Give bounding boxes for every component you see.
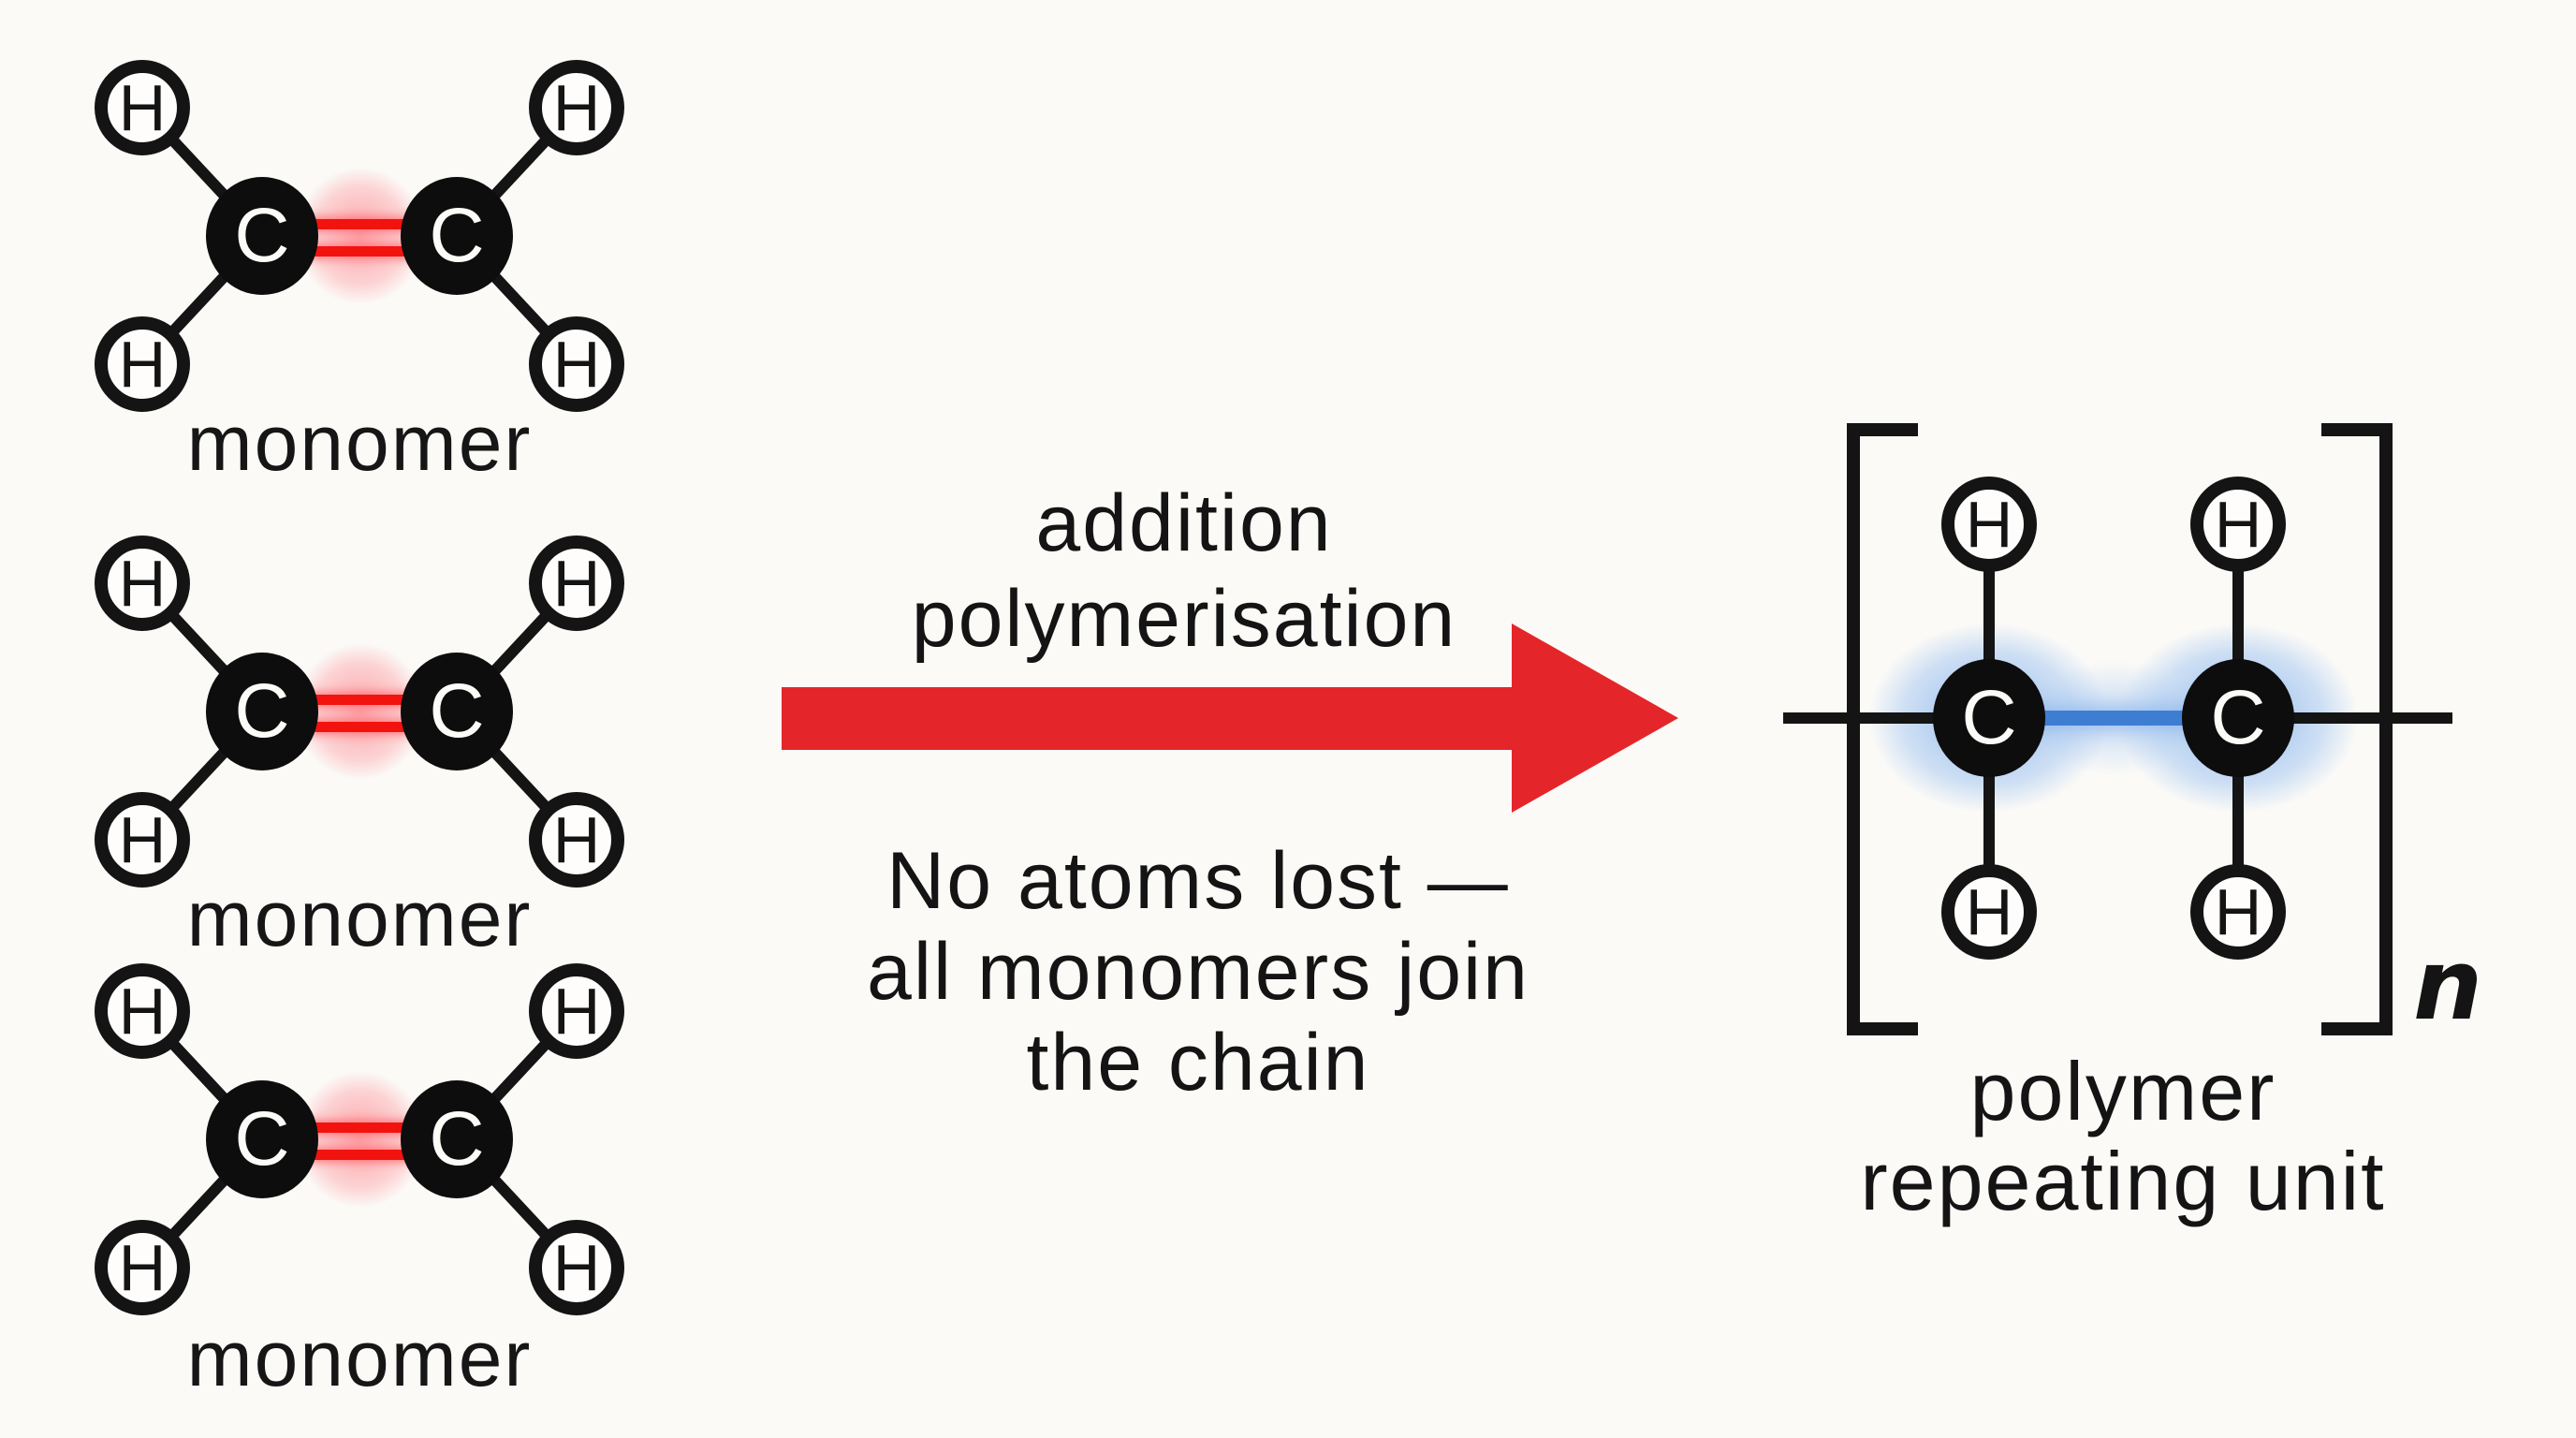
hydrogen-atom: H [1941, 477, 2037, 572]
carbon-atom: C [401, 177, 513, 295]
carbon-label: C [234, 193, 290, 278]
carbon-atom: C [401, 1080, 513, 1198]
process-note-line3: the chain [1026, 1018, 1370, 1108]
hydrogen-label: H [118, 71, 167, 144]
monomer-3: H H H H C C monomer [0, 903, 719, 1404]
carbon-label: C [234, 668, 290, 754]
hydrogen-label: H [552, 328, 601, 401]
carbon-carbon-double-bond-line [311, 722, 412, 732]
monomer-1: H H H H C C monomer [0, 0, 719, 501]
carbon-carbon-double-bond-line [311, 246, 412, 257]
process-note-line2: all monomers join [867, 927, 1530, 1017]
monomer-caption: monomer [186, 1314, 533, 1402]
right-bracket [2321, 423, 2393, 1035]
hydrogen-atom: H [529, 963, 624, 1059]
polymer-caption: polymer repeating unit [1777, 1047, 2469, 1226]
carbon-atom: C [1933, 659, 2045, 777]
hydrogen-label: H [1965, 488, 2013, 561]
hydrogen-label: H [552, 71, 601, 144]
process-note: No atoms lost — all monomers join the ch… [716, 836, 1680, 1108]
hydrogen-label: H [118, 975, 167, 1048]
hydrogen-label: H [2214, 875, 2262, 948]
hydrogen-label: H [118, 547, 167, 620]
hydrogen-label: H [118, 1231, 167, 1304]
hydrogen-label: H [552, 547, 601, 620]
carbon-atom: C [206, 177, 318, 295]
carbon-carbon-double-bond-line [311, 1150, 412, 1160]
carbon-carbon-double-bond-line [311, 1123, 412, 1133]
hydrogen-label: H [552, 803, 601, 876]
polymer-caption-line1: polymer [1969, 1045, 2276, 1137]
hydrogen-atom: H [1941, 864, 2037, 960]
monomer-caption: monomer [186, 874, 533, 962]
monomer-caption: monomer [186, 399, 533, 487]
hydrogen-label: H [552, 975, 601, 1048]
carbon-carbon-double-bond-line [311, 695, 412, 705]
process-note-line1: No atoms lost — [886, 836, 1510, 926]
polymer-caption-line2: repeating unit [1860, 1135, 2386, 1227]
carbon-label: C [234, 1096, 290, 1181]
carbon-label: C [429, 193, 485, 278]
process-title: addition polymerisation [810, 476, 1559, 667]
carbon-label: C [429, 1096, 485, 1181]
carbon-carbon-double-bond-line [311, 219, 412, 229]
hydrogen-label: H [118, 328, 167, 401]
hydrogen-atom: H [2190, 477, 2286, 572]
monomer-2: H H H H C C monomer [0, 476, 719, 976]
hydrogen-atom: H [95, 316, 190, 412]
process-title-line2: polymerisation [911, 574, 1457, 664]
hydrogen-label: H [118, 803, 167, 876]
carbon-label: C [1961, 675, 2017, 760]
carbon-atom: C [401, 653, 513, 770]
hydrogen-label: H [2214, 488, 2262, 561]
hydrogen-label: H [552, 1231, 601, 1304]
carbon-atom: C [2182, 659, 2294, 777]
hydrogen-label: H [1965, 875, 2013, 948]
carbon-label: C [429, 668, 485, 754]
process-title-line1: addition [1035, 478, 1333, 568]
carbon-label: C [2210, 675, 2266, 760]
hydrogen-atom: H [2190, 864, 2286, 960]
carbon-atom: C [206, 1080, 318, 1198]
left-bracket [1847, 423, 1918, 1035]
carbon-atom: C [206, 653, 318, 770]
repeat-subscript-n: n [2412, 928, 2483, 1042]
